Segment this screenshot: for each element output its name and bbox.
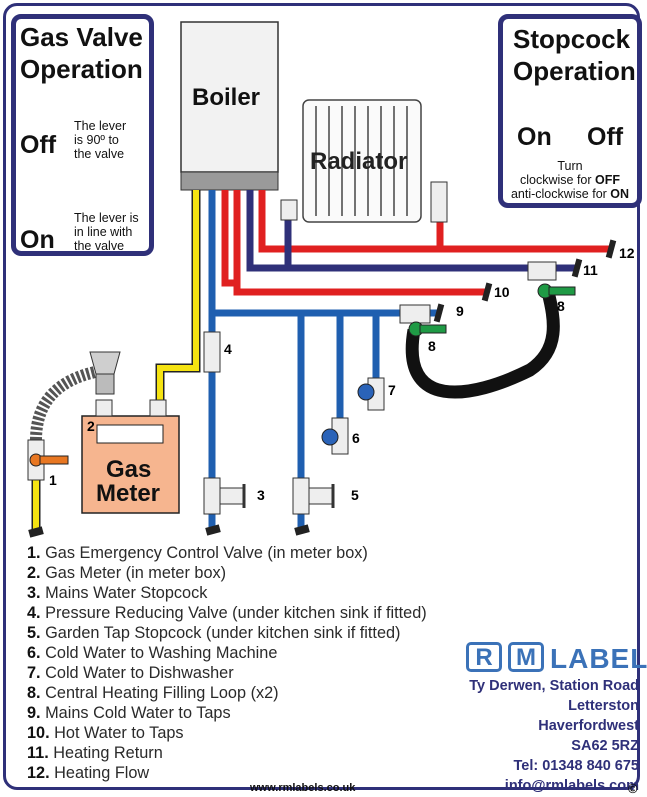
legend-item: 11. Heating Return bbox=[27, 744, 163, 762]
stopcock-off-label: Off bbox=[587, 123, 624, 151]
callout-1: 1 bbox=[49, 472, 57, 488]
legend-item: 3. Mains Water Stopcock bbox=[27, 584, 208, 602]
gas-meter-label-1: Gas bbox=[106, 456, 152, 483]
stopcock-desc-3: anti-clockwise for ON bbox=[503, 187, 637, 201]
gas-valve-on-desc-1: The lever is bbox=[74, 211, 139, 225]
legend-item: 7. Cold Water to Dishwasher bbox=[27, 664, 234, 682]
callout-2: 2 bbox=[87, 418, 95, 434]
radiator-valves bbox=[280, 181, 448, 223]
radiator-label: Radiator bbox=[310, 148, 408, 175]
boiler-body bbox=[180, 21, 279, 173]
gas-valve-title-line2: Operation bbox=[20, 54, 143, 84]
legend-list: 1. Gas Emergency Control Valve (in meter… bbox=[27, 543, 427, 783]
gas-valve-on-desc-2: in line with bbox=[74, 225, 133, 239]
stopcock-desc-1: Turn bbox=[557, 159, 583, 173]
logo-m-tile: M bbox=[508, 642, 544, 672]
contact-block: Ty Derwen, Station Road Letterston Haver… bbox=[469, 676, 639, 796]
legend-item: 1. Gas Emergency Control Valve (in meter… bbox=[27, 544, 368, 562]
stopcock-operation-box: Stopcock Operation On Off Turn clockwise… bbox=[498, 14, 642, 208]
stopcock-desc-2a: clockwise for bbox=[519, 173, 596, 187]
callout-8b: 8 bbox=[557, 298, 565, 314]
filling-loop-hose bbox=[405, 290, 560, 399]
email: info@rmlabels.com bbox=[504, 778, 639, 794]
gas-valve-on-desc-3: the valve bbox=[74, 239, 125, 253]
gas-valve-title-line1: Gas Valve bbox=[20, 22, 143, 52]
legend-item: 4. Pressure Reducing Valve (under kitche… bbox=[27, 604, 427, 622]
garden-tap-stopcock bbox=[292, 477, 335, 515]
filling-loop-valve-lower bbox=[408, 321, 447, 337]
callout-3: 3 bbox=[257, 487, 265, 503]
gas-meter-label-2: Meter bbox=[96, 480, 161, 507]
telephone: Tel: 01348 840 675 bbox=[513, 758, 640, 774]
gas-flex-hose bbox=[30, 366, 97, 441]
stopcock-desc-2: clockwise for OFF bbox=[503, 173, 637, 187]
legend-item: 9. Mains Cold Water to Taps bbox=[27, 704, 231, 722]
website-url: www.rmlabels.co.uk bbox=[250, 782, 356, 794]
gas-valve-off-label: Off bbox=[20, 131, 57, 159]
callout-4: 4 bbox=[224, 341, 232, 357]
gas-valve-off-desc-2: is 90º to bbox=[74, 133, 119, 147]
gas-valve-off-desc-1: The lever bbox=[74, 119, 127, 133]
mains-stopcock bbox=[203, 477, 246, 515]
copyright-symbol: © bbox=[628, 781, 638, 796]
stopcock-desc-3b: ON bbox=[610, 187, 630, 201]
logo-r-tile: R bbox=[466, 642, 502, 672]
stopcock-desc-2b: OFF bbox=[595, 173, 621, 187]
boiler-base bbox=[180, 171, 279, 191]
legend-item: 2. Gas Meter (in meter box) bbox=[27, 564, 227, 582]
hot-water-pipe bbox=[233, 190, 488, 296]
callout-6: 6 bbox=[352, 430, 360, 446]
pressure-reducing-valve bbox=[203, 331, 221, 373]
gas-valve-off-desc-3: the valve bbox=[74, 147, 125, 161]
stopcock-title-line1: Stopcock bbox=[513, 24, 631, 54]
callout-8a: 8 bbox=[428, 338, 436, 354]
stopcock-title-line2: Operation bbox=[513, 56, 636, 86]
legend-item: 12. Heating Flow bbox=[27, 764, 150, 782]
callout-9: 9 bbox=[456, 303, 464, 319]
callout-5: 5 bbox=[351, 487, 359, 503]
stopcock-desc-3a: anti-clockwise for bbox=[510, 187, 611, 201]
heating-flow-pipe bbox=[258, 190, 612, 253]
legend-item: 8. Central Heating Filling Loop (x2) bbox=[27, 684, 279, 702]
gas-valve-operation-box: Gas Valve Operation Off The lever is 90º… bbox=[11, 14, 154, 256]
address-line-2: Letterston bbox=[568, 698, 639, 714]
dishwasher-valve bbox=[357, 377, 385, 411]
gas-emergency-valve bbox=[27, 439, 69, 481]
heating-return-pipe bbox=[246, 190, 578, 272]
legend-item: 6. Cold Water to Washing Machine bbox=[27, 644, 278, 662]
legend-item: 10. Hot Water to Taps bbox=[27, 724, 184, 742]
stopcock-on-label: On bbox=[517, 123, 552, 151]
radiator bbox=[302, 99, 422, 223]
gas-regulator bbox=[89, 351, 121, 375]
legend-item: 5. Garden Tap Stopcock (under kitchen si… bbox=[27, 624, 401, 642]
address-line-1: Ty Derwen, Station Road bbox=[469, 678, 639, 694]
callout-7: 7 bbox=[388, 382, 396, 398]
washing-machine-valve bbox=[321, 417, 349, 455]
gas-valve-on-label: On bbox=[20, 226, 55, 254]
callout-11: 11 bbox=[583, 262, 598, 278]
callout-12: 12 bbox=[619, 245, 635, 261]
callout-10: 10 bbox=[494, 284, 510, 300]
boiler-label: Boiler bbox=[192, 84, 261, 111]
logo-text: LABELS bbox=[550, 643, 647, 674]
address-line-3: Haverfordwest bbox=[538, 718, 639, 734]
address-line-4: SA62 5RZ bbox=[571, 738, 639, 754]
filling-loop-valve-upper bbox=[537, 283, 576, 299]
